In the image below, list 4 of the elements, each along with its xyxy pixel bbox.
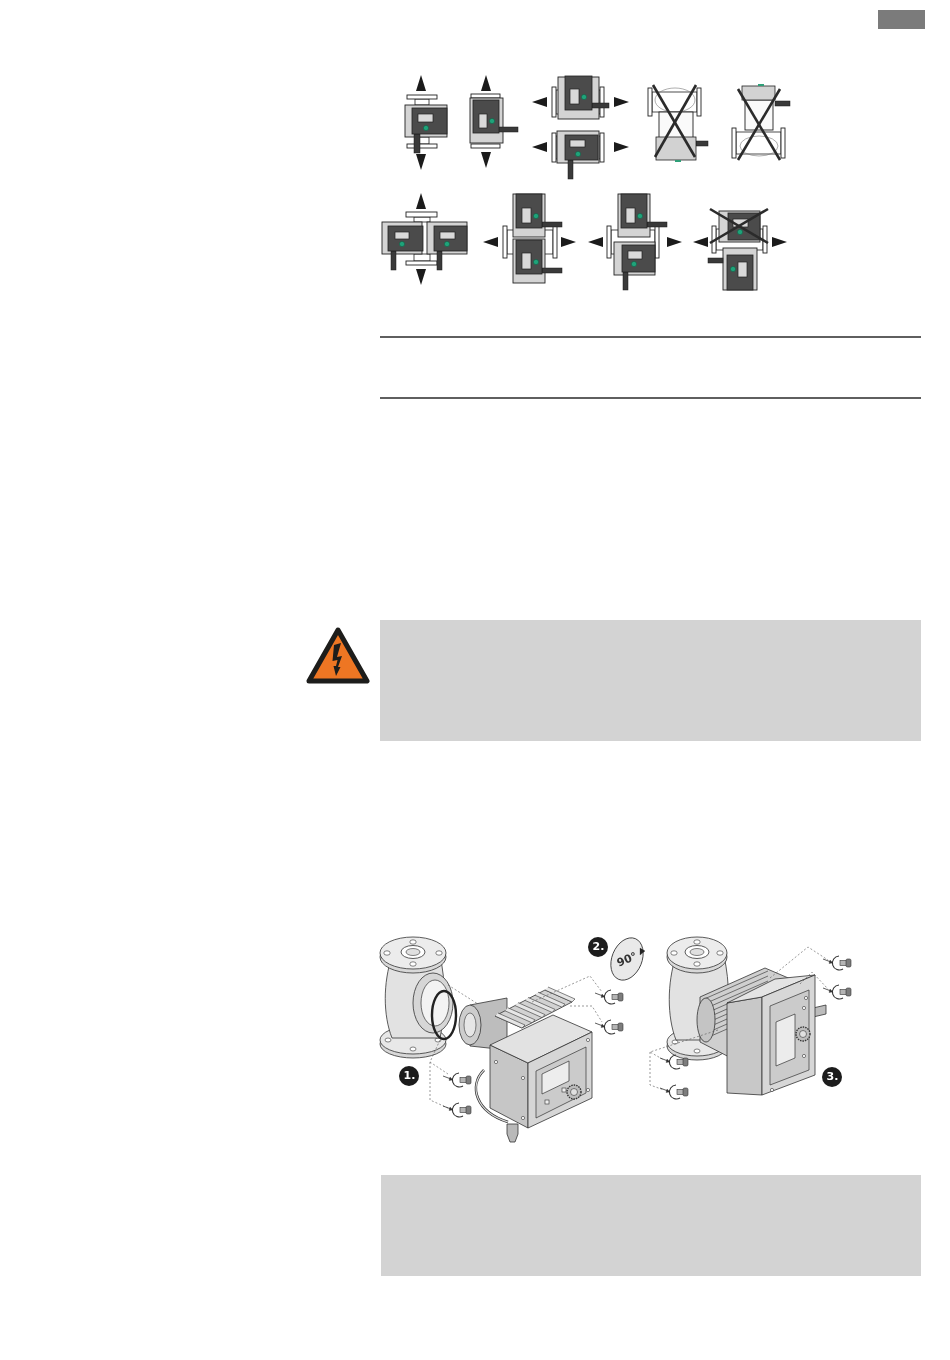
rotation-angle-label: 90° (613, 948, 641, 970)
callout-number: 2. (588, 937, 608, 957)
callout-number: 1. (399, 1066, 419, 1086)
callout-number: 3. (822, 1067, 842, 1087)
